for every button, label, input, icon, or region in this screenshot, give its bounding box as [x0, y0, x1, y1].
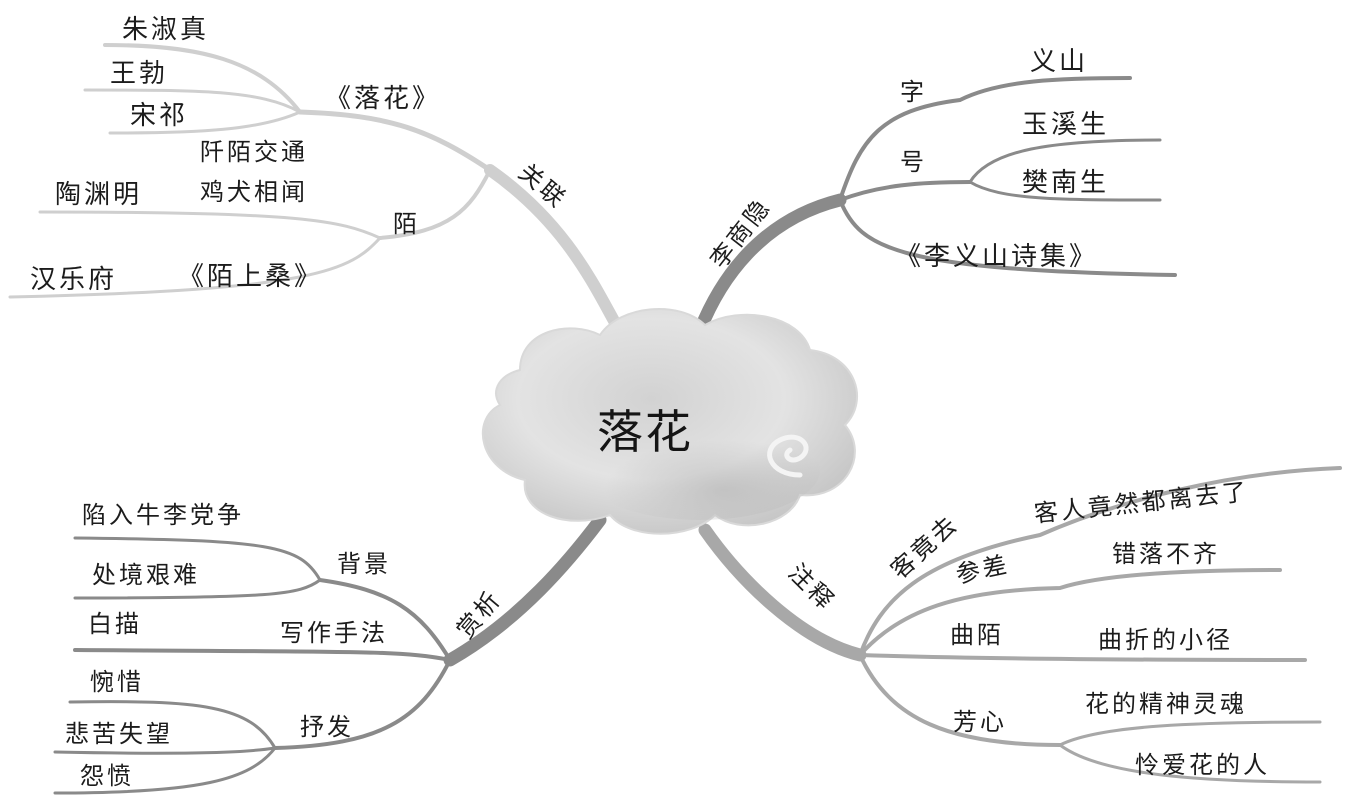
meaning-qumo: 曲折的小径	[1098, 626, 1233, 654]
leaf-beikushiwang: 悲苦失望	[65, 720, 173, 748]
meaning-fangxin-1: 花的精神灵魂	[1085, 690, 1247, 718]
leaf-yishan: 义山	[1030, 47, 1088, 77]
branch-lishangyin	[693, 76, 1177, 337]
branch-line-shangxi	[443, 513, 607, 667]
node-hao: 号	[900, 148, 927, 176]
term-kejingqu: 客竟去	[885, 509, 964, 584]
leaf-hanyuefu: 汉乐府	[30, 265, 117, 295]
branch-line-zhushi	[698, 523, 867, 662]
node-beijing: 背景	[337, 550, 391, 578]
meaning-fangxin-2: 怜爱花的人	[1135, 751, 1270, 779]
line-mo	[378, 168, 492, 240]
leaf-wangbo: 王勃	[110, 59, 168, 89]
line-zhushuzhen	[103, 43, 302, 114]
line-taoyuanming	[38, 210, 382, 240]
line-fangxin-1	[1058, 720, 1322, 747]
node-mo: 陌	[393, 210, 420, 238]
line-qumo	[858, 653, 1307, 662]
node-luohua: 《落花》	[325, 84, 441, 114]
line-work	[838, 198, 1177, 277]
leaf-yuanfen: 怨愤	[80, 762, 134, 790]
branch-label-zhushi: 注释	[783, 558, 841, 616]
cloud-shadow	[580, 420, 820, 520]
root-title: 落花	[597, 405, 693, 459]
leaf-xianruniulidangzheng: 陷入牛李党争	[82, 501, 244, 529]
node-shufa: 抒发	[300, 713, 354, 741]
leaf-zhushuzhen: 朱淑真	[122, 15, 209, 45]
leaf-wanxi: 惋惜	[90, 668, 144, 696]
cloud-swirl	[767, 434, 809, 478]
leaf-yuxisheng: 玉溪生	[1022, 110, 1109, 140]
line-beijing	[318, 578, 452, 662]
line-hao	[838, 180, 972, 202]
node-xiezuoshoufa: 写作手法	[280, 619, 388, 647]
line-songqi	[108, 110, 302, 135]
branch-zhushi	[698, 466, 1342, 784]
term-qumo: 曲陌	[950, 621, 1004, 649]
leaf-songqi: 宋祁	[130, 101, 188, 131]
line-fangxin	[858, 653, 1062, 747]
branch-label-guanlian: 关联	[513, 158, 572, 214]
line-shufa-1	[68, 700, 277, 750]
leaf-qianmojiaotong: 阡陌交通	[200, 138, 308, 166]
line-kejingqu	[858, 466, 1342, 657]
leaf-taoyuanming: 陶渊明	[55, 180, 142, 210]
line-xiezuo	[73, 648, 452, 662]
node-work: 《李义山诗集》	[895, 242, 1098, 272]
line-fannansheng	[968, 180, 1162, 202]
leaf-jiquanxiangwen: 鸡犬相闻	[200, 178, 308, 206]
branch-line-lishangyin	[693, 193, 847, 337]
branch-shangxi	[53, 513, 607, 795]
line-yuxisheng	[968, 138, 1162, 184]
line-beijing-2	[73, 578, 322, 600]
leaf-moshangsang: 《陌上桑》	[178, 262, 323, 292]
meaning-kejingqu: 客人竟然都离去了	[1033, 478, 1251, 528]
line-shufa-2	[53, 746, 277, 755]
center-cloud: 落花	[481, 308, 859, 535]
node-zi: 字	[900, 78, 927, 106]
line-beijing-1	[73, 536, 322, 582]
line-shufa-3	[53, 746, 277, 795]
line-moshangsang	[8, 236, 382, 299]
leaf-baimiao: 白描	[88, 610, 142, 638]
line-zi	[838, 76, 1132, 202]
meaning-cenci: 错落不齐	[1112, 540, 1220, 568]
line-shufa	[273, 658, 452, 750]
line-fangxin-2	[1058, 743, 1322, 784]
line-wangbo	[83, 88, 302, 114]
leaf-chujingjiannan: 处境艰难	[92, 561, 200, 589]
line-cenci	[858, 568, 1282, 657]
line-luohua	[297, 109, 493, 173]
leaf-fannansheng: 樊南生	[1022, 168, 1109, 198]
branch-label-shangxi: 赏析	[451, 584, 507, 643]
term-fangxin: 芳心	[953, 708, 1007, 736]
